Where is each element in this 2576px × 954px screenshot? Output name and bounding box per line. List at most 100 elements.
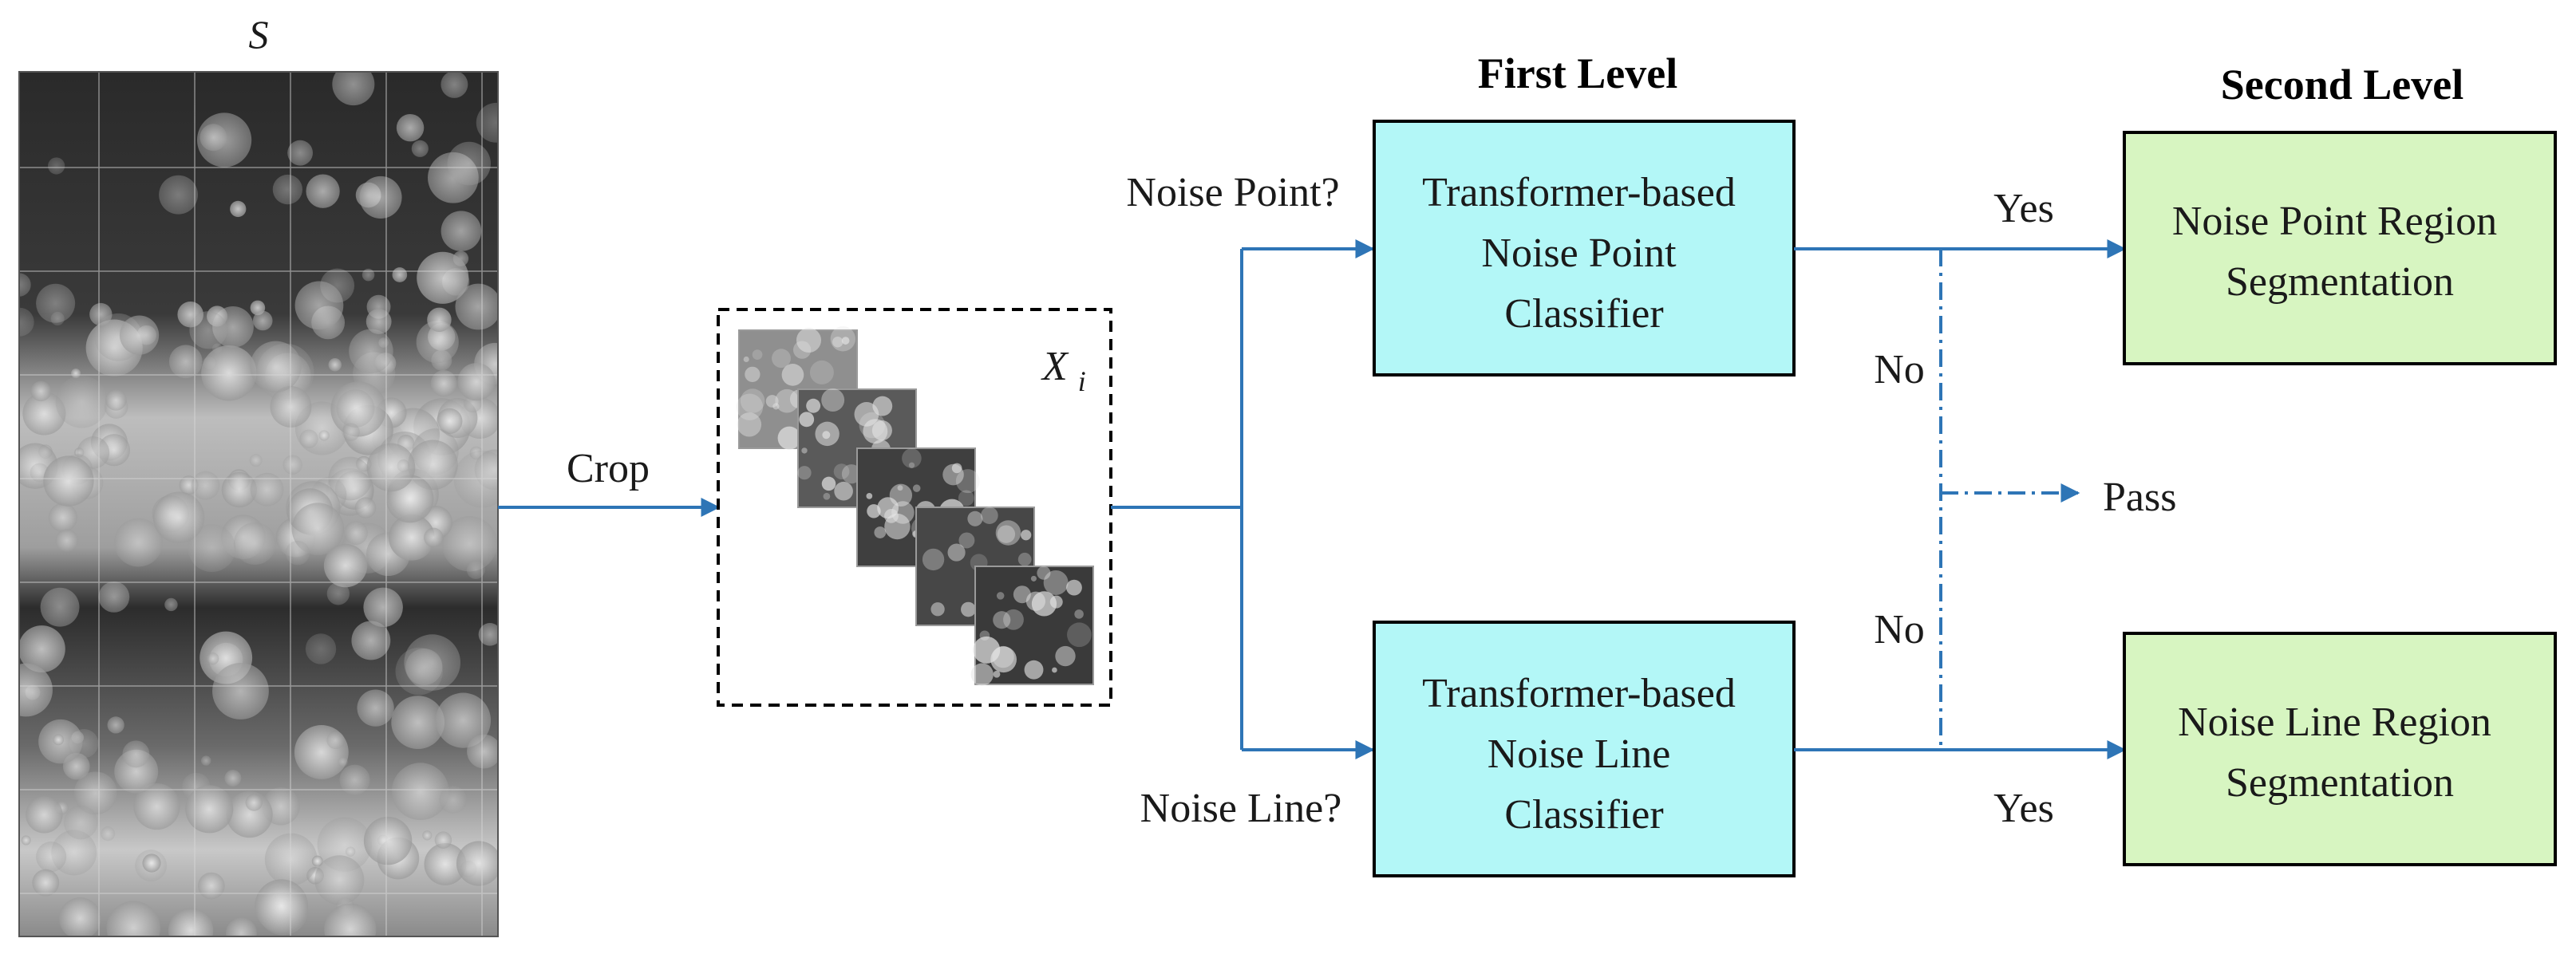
cloud-blob [365, 309, 392, 334]
cloud-blob [437, 408, 463, 435]
cloud-blob [36, 283, 76, 323]
cloud-blob [299, 429, 318, 448]
cloud-blob [422, 830, 433, 841]
cloud-blob [326, 582, 350, 605]
cloud-blob [245, 794, 263, 811]
point-classifier-text: Transformer-based Noise Point Classifier [1422, 170, 1746, 337]
cloud-blob [212, 663, 269, 719]
no-bottom-label: No [1874, 607, 1925, 652]
cloud-blob [101, 826, 116, 842]
cloud-blob [168, 345, 203, 379]
cloud-blob [417, 251, 469, 304]
cloud-blob [314, 855, 365, 905]
cloud-blob [305, 633, 337, 664]
cloud-blob [357, 689, 394, 727]
cloud-blob [249, 454, 263, 467]
cloud-blob [221, 471, 257, 508]
cloud-blob [188, 524, 236, 573]
cloud-blob [22, 392, 66, 436]
point-classifier-line-3: Classifier [1504, 291, 1663, 337]
yes-top-label: Yes [1993, 186, 2054, 231]
cloud-blob [189, 311, 227, 349]
cloud-blob [105, 389, 127, 411]
cloud-blob [200, 124, 227, 152]
cloud-blob [225, 917, 257, 936]
crop-label: Crop [567, 446, 650, 491]
cloud-blob [19, 307, 34, 337]
cloud-blob [122, 740, 150, 768]
cloud-blob [363, 587, 403, 628]
cloud-blob [133, 783, 180, 830]
cloud-blob [441, 72, 468, 98]
cloud-blob [30, 380, 51, 402]
cloud-blob [285, 540, 310, 566]
cloud-blob [200, 755, 211, 766]
cloud-blob [342, 423, 360, 441]
cloud-blob [73, 771, 117, 815]
cloud-blob [282, 455, 302, 475]
cloud-blob [32, 869, 60, 897]
point-classifier-line-1: Transformer-based [1422, 170, 1736, 215]
cloud-blob [201, 345, 257, 401]
patch-symbol-x: X [1041, 344, 1069, 389]
cloud-blob [21, 835, 31, 846]
cloud-blob [311, 855, 323, 867]
cloud-blob [457, 362, 496, 401]
cloud-blob [391, 763, 449, 821]
cloud-blob [40, 587, 80, 627]
line-classifier-line-2: Noise Line [1488, 731, 1671, 777]
cloud-blob [114, 518, 163, 567]
noise-line-question: Noise Line? [1140, 786, 1342, 831]
noise-point-question: Noise Point? [1126, 170, 1339, 215]
cloud-blob [291, 503, 345, 555]
cloud-blob [389, 514, 435, 561]
cloud-blob [455, 283, 498, 330]
cloud-blob [363, 816, 413, 865]
cloud-blob [252, 310, 273, 331]
line-segmentation-text: Noise Line Region Segmentation [2178, 700, 2502, 806]
cloud-blob [344, 521, 368, 545]
cloud-blob [411, 140, 429, 157]
point-segmentation-box [2123, 131, 2557, 365]
cloud-blob [233, 522, 276, 565]
cloud-blob [70, 368, 81, 379]
cloud-blob [396, 113, 425, 142]
cloud-blob [447, 141, 491, 186]
cloud-blob [391, 696, 445, 750]
cloud-blob [441, 211, 482, 251]
cloud-blob [467, 734, 498, 769]
cloud-blob [55, 529, 78, 552]
cloud-blob [272, 174, 303, 205]
cloud-blob [59, 897, 101, 936]
cloud-blob [366, 443, 416, 492]
patch-symbol: X i [1041, 344, 1086, 397]
cloud-blob [424, 842, 467, 885]
cloud-blob [107, 716, 124, 734]
cloud-blob [191, 471, 220, 500]
cloud-blob [224, 770, 242, 786]
point-segmentation-text: Noise Point Region Segmentation [2172, 199, 2507, 305]
cloud-blob [395, 647, 443, 696]
cloud-blob [159, 175, 198, 215]
cloud-blob [323, 543, 368, 588]
cloud-blob [48, 503, 77, 532]
cropped-patch [970, 566, 1094, 686]
cloud-blob [435, 692, 492, 748]
cloud-blob [197, 872, 225, 900]
cloud-blob [416, 321, 459, 364]
cloud-blob [408, 440, 458, 491]
first-level-header: First Level [1478, 49, 1677, 97]
cloud-blob [336, 389, 375, 428]
cloud-blob [478, 623, 498, 646]
cloud-blob [466, 561, 485, 579]
cloud-blob [50, 311, 65, 326]
satellite-image [19, 72, 498, 936]
cloud-blob [359, 175, 402, 219]
cloud-texture [19, 72, 498, 936]
point-classifier-box [1373, 120, 1796, 376]
cloud-blob [250, 472, 284, 507]
cloud-blob [434, 831, 452, 849]
point-classifier-line-2: Noise Point [1481, 231, 1677, 276]
cloud-blob [326, 731, 345, 750]
